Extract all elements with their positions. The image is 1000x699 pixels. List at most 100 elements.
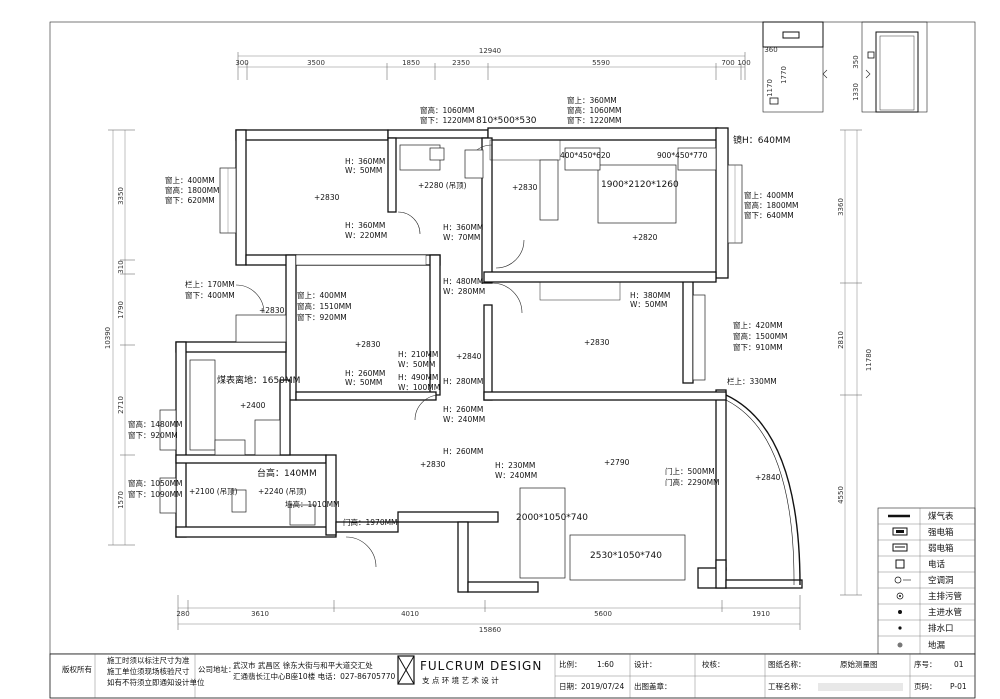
top-total-dim: 12940 bbox=[479, 47, 501, 55]
top-dim-5: 5590 bbox=[592, 59, 610, 67]
drawing-name-value: 原始测量图 bbox=[840, 659, 878, 669]
note-a33: H：260MM bbox=[345, 369, 385, 378]
furniture bbox=[189, 144, 717, 581]
elevation-1: +2830 bbox=[314, 193, 340, 202]
detail-elevation-2: 350 1330 bbox=[852, 21, 928, 113]
furniture-label-5: 2000*1050*740 bbox=[516, 513, 588, 523]
elevation-7: +2840 bbox=[456, 352, 482, 361]
furniture-label-4: 1900*2120*1260 bbox=[601, 180, 679, 190]
right-dim-2: 2810 bbox=[837, 331, 845, 349]
project-label: 工程名称： bbox=[768, 681, 806, 691]
address-label: 公司地址： bbox=[198, 664, 236, 674]
note-a28: 窗上：420MM bbox=[733, 320, 783, 330]
date-label: 日期： bbox=[559, 682, 582, 691]
top-dim-1: 300 bbox=[235, 59, 248, 67]
telephone-icon bbox=[895, 559, 905, 569]
note-a48: 门高：2290MM bbox=[665, 477, 720, 487]
serial-label: 序号： bbox=[914, 659, 937, 669]
top-dim-4: 2350 bbox=[452, 59, 470, 67]
bottom-dimensions: 280 3610 4010 5600 1910 15860 bbox=[176, 595, 801, 634]
legend-label-3: 弱电箱 bbox=[928, 543, 954, 554]
serial-value: 01 bbox=[954, 660, 964, 669]
note-window-a04: 窗高：1060MM bbox=[567, 105, 622, 115]
drain-outlet-icon bbox=[898, 626, 902, 630]
stamp-label: 出图盖章： bbox=[634, 681, 672, 691]
title-block: 版权所有 施工时须以标注尺寸为准 施工单位须现场核验尺寸 如有不符须立即通知设计… bbox=[49, 653, 976, 699]
bottom-dim-5: 1910 bbox=[752, 610, 770, 618]
left-dim-4: 2710 bbox=[117, 396, 125, 414]
water-inlet-pipe-icon bbox=[898, 610, 902, 614]
legend-label-7: 主进水管 bbox=[928, 607, 962, 618]
furniture-label-2: 400*450*620 bbox=[560, 151, 611, 160]
page-value: P-01 bbox=[950, 682, 967, 691]
furniture-label-1: 810*500*530 bbox=[476, 116, 537, 126]
note-a14: W：50MM bbox=[345, 166, 382, 175]
detail-2-dim-a: 350 bbox=[852, 55, 860, 68]
note-window-a01: 窗高：1060MM bbox=[420, 105, 475, 115]
scale-value: 1:60 bbox=[597, 660, 614, 669]
logo-text: FULCRUM DESIGN bbox=[420, 659, 542, 673]
detail-1-dim-c: 1170 bbox=[766, 79, 774, 97]
legend-label-1: 煤气表 bbox=[928, 511, 954, 522]
bottom-dim-4: 5600 bbox=[594, 610, 612, 618]
bottom-dim-2: 3610 bbox=[251, 610, 269, 618]
note-a38: 栏上：330MM bbox=[727, 376, 777, 386]
address-line-2: 汇通翡长江中心B座10楼 电话：027-86705770 bbox=[233, 671, 395, 681]
left-dim-2: 310 bbox=[117, 260, 125, 273]
left-total-dim: 10390 bbox=[104, 327, 112, 349]
legend-label-6: 主排污管 bbox=[928, 591, 962, 602]
scale-label: 比例： bbox=[559, 659, 582, 669]
sewage-pipe-icon bbox=[896, 592, 904, 600]
legend-label-4: 电话 bbox=[928, 559, 946, 570]
note-a11: 窗高：1800MM bbox=[744, 200, 799, 210]
note-a19: 栏上：170MM bbox=[185, 279, 235, 289]
ac-hole-icon bbox=[894, 576, 911, 584]
note-a30: 窗下：910MM bbox=[733, 342, 783, 352]
furniture-label-6: 2530*1050*740 bbox=[590, 551, 662, 561]
top-dim-3: 1850 bbox=[402, 59, 420, 67]
note-a41: W：240MM bbox=[443, 415, 485, 424]
elevation-10: +2790 bbox=[604, 458, 630, 467]
detail-1-dim-b: 1770 bbox=[780, 66, 788, 84]
detail-1-dim-a: 360 bbox=[764, 46, 777, 54]
note-a52: 墙高：1010MM bbox=[285, 499, 340, 509]
elevation-markers: +2830 +2280 (吊顶) +2830 +2820 +2830 +2830… bbox=[189, 181, 781, 496]
legend-label-2: 强电箱 bbox=[928, 527, 954, 538]
note-line-3: 如有不符须立即通知设计单位 bbox=[107, 677, 205, 687]
annotations: 窗高：1060MM 窗下：1220MM 窗上：360MM 窗高：1060MM 窗… bbox=[128, 95, 799, 527]
note-a07: 窗上：400MM bbox=[165, 175, 215, 185]
date-value: 2019/07/24 bbox=[581, 682, 624, 691]
legend: 煤气表 强电箱 弱电箱 电话 空调洞 主排污管 主进水管 排水口 地漏 bbox=[877, 507, 976, 655]
right-total-dim: 11780 bbox=[865, 349, 873, 371]
note-a50: 窗高：1050MM bbox=[128, 478, 183, 488]
fulcrum-logo-icon bbox=[397, 655, 415, 685]
note-a08: 窗高：1800MM bbox=[165, 185, 220, 195]
legend-label-5: 空调洞 bbox=[928, 575, 954, 586]
note-a46: W：240MM bbox=[495, 471, 537, 480]
right-dimensions: 3360 2810 4550 11780 bbox=[837, 129, 873, 596]
address-line-1: 武汉市 武昌区 徐东大街与和平大道交汇处 bbox=[233, 660, 373, 670]
note-line-1: 施工时须以标注尺寸为准 bbox=[107, 655, 190, 665]
elevation-6: +2830 bbox=[355, 340, 381, 349]
left-dim-1: 3350 bbox=[117, 187, 125, 205]
note-a36: W：100MM bbox=[398, 383, 440, 392]
strong-electric-box-icon bbox=[892, 527, 908, 536]
copyright-label: 版权所有 bbox=[62, 664, 92, 674]
note-a29: 窗高：1500MM bbox=[733, 331, 788, 341]
note-a45: H：230MM bbox=[495, 461, 535, 470]
note-a37: H：280MM bbox=[443, 377, 483, 386]
detail-2-dim-b: 1330 bbox=[852, 83, 860, 101]
note-a16: W：220MM bbox=[345, 231, 387, 240]
check-label: 校核： bbox=[702, 659, 725, 669]
note-mirror: 镜H：640MM bbox=[733, 134, 790, 146]
elevation-2: +2280 (吊顶) bbox=[418, 181, 467, 190]
note-a26: H：380MM bbox=[630, 291, 670, 300]
note-a35: H：490MM bbox=[398, 373, 438, 382]
legend-label-9: 地漏 bbox=[928, 640, 946, 651]
note-a53: 门高：1970MM bbox=[343, 517, 398, 527]
elevation-13: +2240 (吊顶) bbox=[258, 487, 307, 496]
elevation-9: +2830 bbox=[584, 338, 610, 347]
elevation-8: +2400 bbox=[240, 401, 266, 410]
note-a23: 窗上：400MM bbox=[297, 290, 347, 300]
